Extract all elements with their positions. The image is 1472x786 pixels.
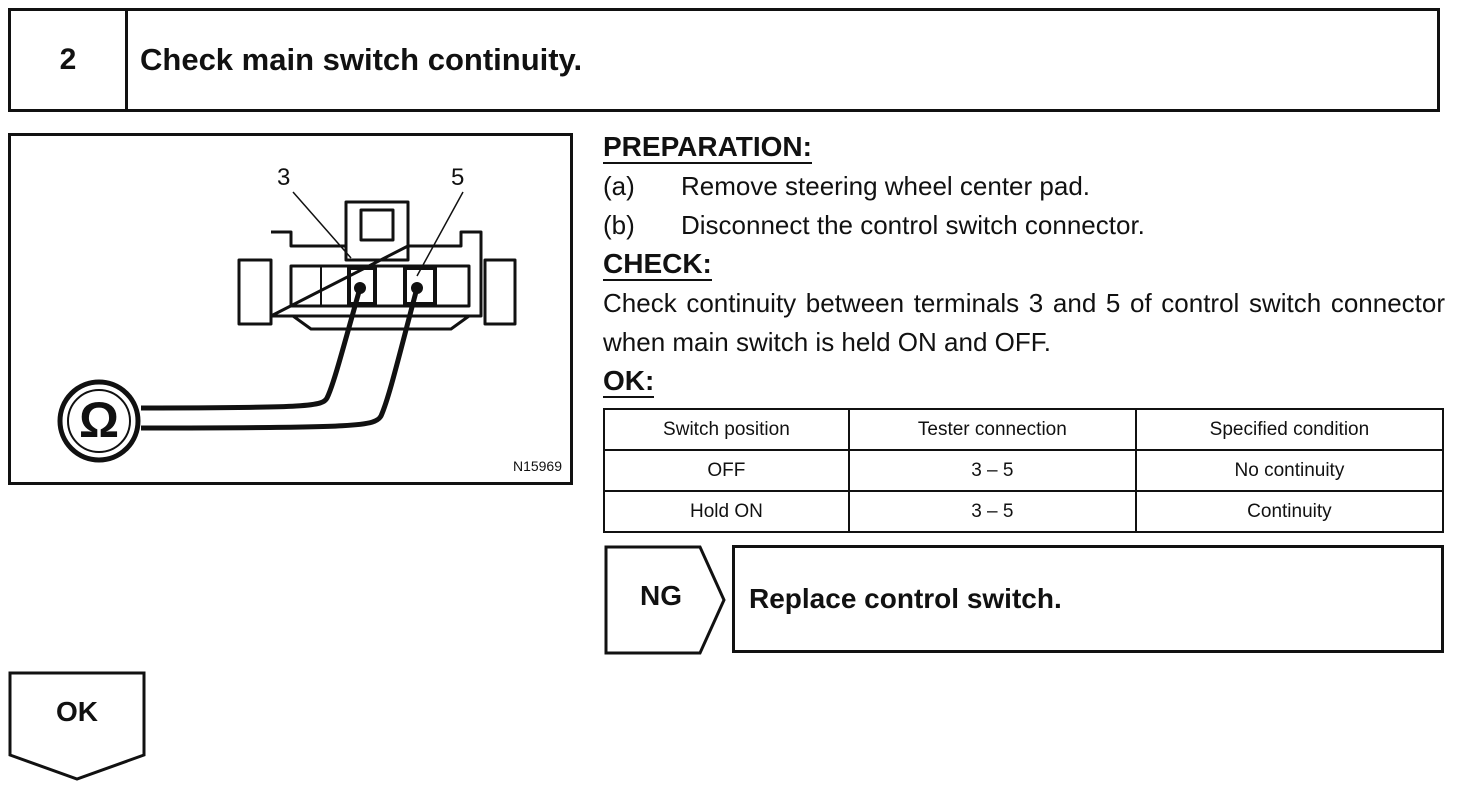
table-cell: Continuity [1134, 490, 1445, 533]
table-header: Specified condition [1134, 408, 1445, 451]
connector-skirt [292, 314, 470, 331]
connector-latch-inner [359, 208, 395, 242]
tester-lead-1 [140, 287, 363, 411]
table-cell: Hold ON [603, 490, 850, 533]
connector-latch [344, 200, 410, 262]
connector-right-tab [483, 258, 517, 326]
step-text: Disconnect the control switch connector. [681, 210, 1145, 240]
connector-body [269, 230, 483, 318]
ng-action-text: Replace control switch. [749, 583, 1062, 614]
preparation-step: (b) Disconnect the control switch connec… [603, 206, 1445, 245]
table-cell: 3 – 5 [847, 490, 1137, 533]
table-cell: OFF [603, 449, 850, 492]
table-header: Tester connection [847, 408, 1137, 451]
ohm-symbol: Ω [78, 392, 120, 448]
table-header: Switch position [603, 408, 850, 451]
check-heading: CHECK: [603, 248, 712, 281]
table-cell: 3 – 5 [847, 449, 1137, 492]
check-text: Check continuity between terminals 3 and… [603, 288, 1445, 357]
step-letter: (b) [603, 210, 635, 240]
ng-action-box: Replace control switch. [732, 545, 1444, 653]
ok-arrow-shape [8, 671, 146, 781]
specification-table: Switch position Tester connection Specif… [603, 408, 1445, 533]
step-letter: (a) [603, 171, 635, 201]
table-cell: No continuity [1134, 449, 1445, 492]
ng-arrow-shape [604, 545, 726, 655]
terminal-3-label: 3 [277, 164, 291, 191]
terminal-3-cavity [347, 266, 377, 306]
preparation-step: (a) Remove steering wheel center pad. [603, 167, 1445, 206]
tester-lead-2 [140, 287, 420, 431]
figure-code: N15969 [512, 458, 562, 474]
connector-diagram [57, 191, 517, 463]
connector-left-tab [237, 258, 273, 326]
terminal-5-cavity [403, 266, 437, 306]
table-row: OFF 3 – 5 No continuity [603, 449, 1445, 492]
connector-illustration: 3 5 Ω N15969 [8, 133, 573, 485]
terminal-5-leader [416, 191, 464, 277]
terminal-5-label: 5 [451, 164, 465, 191]
ok-label: OK [56, 696, 98, 727]
table-header-row: Switch position Tester connection Specif… [603, 408, 1445, 451]
connector-cavity-row [289, 264, 471, 308]
step-title: Check main switch continuity. [140, 42, 583, 77]
ok-heading: OK: [603, 365, 655, 398]
preparation-heading: PREPARATION: [603, 131, 812, 164]
ohmmeter-icon [57, 379, 141, 463]
terminal-3-leader [292, 191, 352, 259]
ng-label: NG [640, 580, 682, 611]
step-header: 2 Check main switch continuity. [8, 8, 1440, 112]
table-row: Hold ON 3 – 5 Continuity [603, 490, 1445, 533]
step-number: 2 [11, 11, 128, 109]
procedure-text: PREPARATION: (a) Remove steering wheel c… [603, 128, 1445, 401]
step-text: Remove steering wheel center pad. [681, 171, 1091, 201]
